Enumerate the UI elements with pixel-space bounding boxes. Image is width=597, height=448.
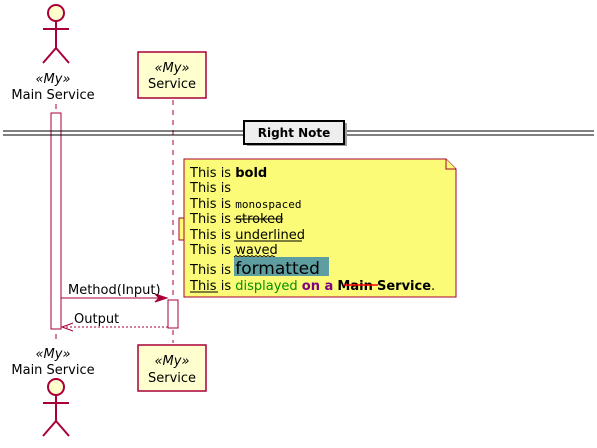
right-note: This is bold This is This is monospaced … [178, 158, 457, 298]
actor-name-bottom: Main Service [11, 363, 94, 378]
wave-underline [233, 255, 276, 258]
actor-top: «My» Main Service [11, 4, 95, 103]
arrowhead-right-icon [154, 293, 169, 303]
message-response-label: Output [74, 312, 119, 327]
service-name-bottom: Service [148, 371, 196, 386]
actor-stereotype-bottom: «My» [36, 347, 71, 362]
service-participant-top: «My» Service [137, 51, 207, 99]
actor-icon [42, 378, 70, 437]
actor-activation-bar [50, 112, 62, 330]
note-line-formatted: This is formatted [189, 259, 320, 279]
message-request: Method(Input) [61, 283, 169, 303]
formatted-highlight [234, 257, 329, 276]
note-line-underlined: This is underlined [189, 228, 305, 243]
note-line-bold: This is bold [189, 166, 267, 181]
note-line-displayed: This is displayed on a Main Service. [189, 279, 435, 294]
service-name: Service [148, 77, 196, 92]
note-line-waved: This is waved [189, 243, 278, 258]
service-participant-bottom: «My» Service [137, 344, 207, 392]
note-line-monospaced: This is monospaced [189, 197, 301, 212]
service-activation-bar [167, 299, 179, 329]
divider-label: Right Note [258, 126, 331, 140]
message-request-label: Method(Input) [68, 283, 161, 298]
open-arrowhead-left-icon [60, 322, 74, 332]
actor-bottom: «My» Main Service [11, 347, 95, 437]
actor-name: Main Service [11, 88, 94, 103]
actor-stereotype: «My» [36, 72, 71, 87]
service-stereotype-bottom: «My» [155, 354, 190, 369]
service-stereotype: «My» [155, 61, 190, 76]
divider: Right Note [3, 120, 594, 146]
actor-icon [42, 4, 70, 64]
note-line-plain: This is [189, 181, 231, 196]
folded-corner-icon [445, 159, 456, 170]
message-response: Output [60, 312, 168, 332]
